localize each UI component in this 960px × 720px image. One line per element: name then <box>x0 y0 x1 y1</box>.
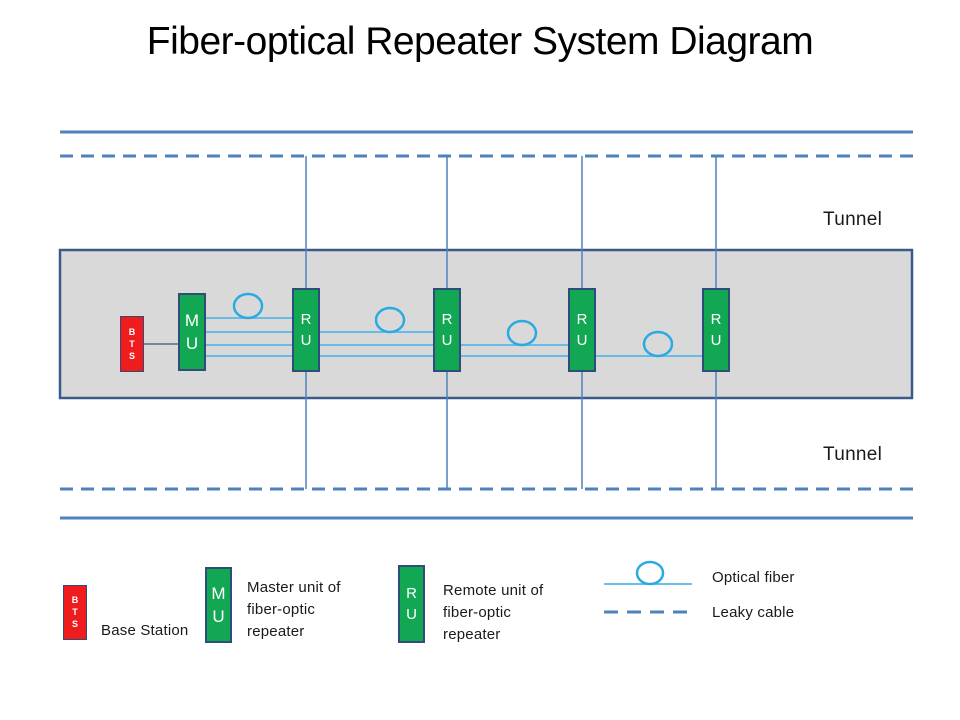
bts-letter: T <box>72 607 78 617</box>
legend-ru-label-line: Remote unit of <box>443 582 544 599</box>
ru-letter: U <box>441 332 453 349</box>
mu-letter: M <box>184 311 200 330</box>
legend-optical-fiber-label: Optical fiber <box>712 569 795 586</box>
bts-letter: S <box>128 350 135 361</box>
ru-letter: R <box>710 311 722 328</box>
fiber-loop-4 <box>642 330 674 358</box>
remote-unit-box-3: R U <box>568 288 596 372</box>
mu-letter: U <box>185 334 199 353</box>
tunnel-label-top: Tunnel <box>823 209 883 230</box>
bts-letter: B <box>71 595 79 605</box>
ru-letter: R <box>576 311 588 328</box>
legend-ru-label: Remote unit of fiber-optic repeater <box>443 580 543 646</box>
legend-fiber-loop <box>635 560 665 586</box>
bts-letter: T <box>129 338 135 349</box>
bts-letter: S <box>71 619 78 629</box>
page-title: Fiber-optical Repeater System Diagram <box>146 20 814 63</box>
legend-mu-label-line: fiber-optic <box>247 601 316 618</box>
ru-letter: R <box>300 311 312 328</box>
bts-letter: B <box>128 326 136 337</box>
legend-mu-box: M U <box>205 567 232 643</box>
ru-letter: U <box>406 606 417 623</box>
fiber-loop-1 <box>232 292 264 320</box>
remote-unit-box-2: R U <box>433 288 461 372</box>
ru-letter: U <box>576 332 588 349</box>
bts-box: B T S <box>120 316 144 372</box>
fiber-loop-3 <box>506 319 538 347</box>
legend-bts-label: Base Station <box>101 622 189 639</box>
master-unit-box: M U <box>178 293 206 371</box>
ru-letter: U <box>710 332 722 349</box>
mu-letter: M <box>211 584 226 603</box>
legend-ru-label-line: repeater <box>443 626 501 643</box>
legend-leaky-cable-label: Leaky cable <box>712 604 795 621</box>
legend-ru-label-line: fiber-optic <box>443 604 512 621</box>
ru-letter: R <box>441 311 453 328</box>
fiber-loop-2 <box>374 306 406 334</box>
legend-bts-box: B T S <box>63 585 87 640</box>
remote-unit-box-4: R U <box>702 288 730 372</box>
remote-unit-box-1: R U <box>292 288 320 372</box>
legend-mu-label-line: Master unit of <box>247 579 341 596</box>
ru-letter: R <box>406 585 417 602</box>
legend-mu-label-line: repeater <box>247 623 305 640</box>
legend-ru-box: R U <box>398 565 425 643</box>
tunnel-label-bottom: Tunnel <box>823 444 883 465</box>
ru-letter: U <box>300 332 312 349</box>
mu-letter: U <box>212 607 225 626</box>
legend-mu-label: Master unit of fiber-optic repeater <box>247 577 341 643</box>
